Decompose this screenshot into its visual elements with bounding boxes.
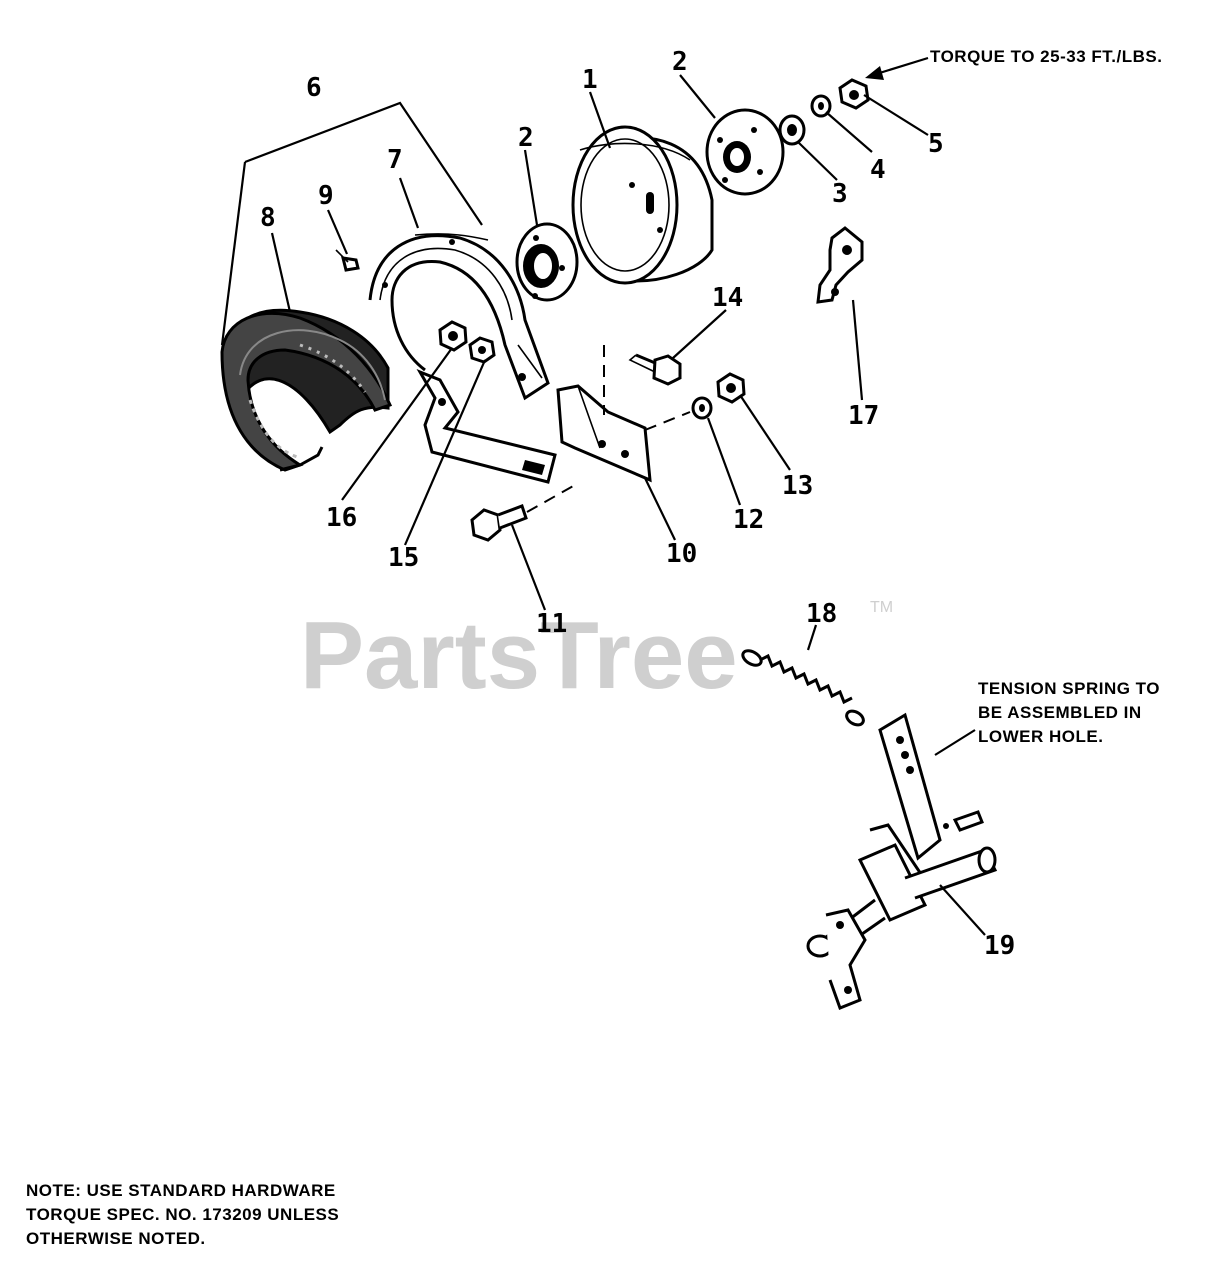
part-9-rivet (335, 249, 360, 272)
callout-4: 4 (870, 155, 886, 185)
watermark-text: PartsTree (300, 602, 738, 709)
part-3-washer (778, 114, 806, 146)
spring-note-line-2: BE ASSEMBLED IN (978, 703, 1142, 722)
part-13-nut (716, 372, 746, 404)
callout-17: 17 (848, 401, 879, 431)
callout-6: 6 (306, 73, 322, 103)
part-8-brake-lining (220, 308, 393, 472)
callout-13: 13 (782, 471, 813, 501)
part-1-brake-drum (571, 125, 714, 285)
spring-note-line-1: TENSION SPRING TO (978, 679, 1160, 698)
callout-3: 3 (832, 179, 848, 209)
part-17-clamp (816, 226, 864, 304)
assembly-line-bolt-11 (526, 484, 576, 513)
footer-note: NOTE: USE STANDARD HARDWARE TORQUE SPEC.… (26, 1181, 339, 1248)
leader-lines (220, 56, 986, 936)
callout-2-right: 2 (672, 47, 688, 77)
spring-assembly-note: TENSION SPRING TO BE ASSEMBLED IN LOWER … (978, 679, 1160, 746)
callout-8: 8 (260, 203, 276, 233)
callout-5: 5 (928, 129, 944, 159)
callout-1: 1 (582, 65, 598, 95)
spring-note-line-3: LOWER HOLE. (978, 727, 1103, 746)
part-5-nut (838, 78, 870, 110)
part-14-bolt (628, 353, 682, 386)
part-10-bracket (556, 384, 652, 483)
torque-note: TORQUE TO 25-33 FT./LBS. (930, 47, 1162, 66)
part-11-bolt (470, 504, 528, 542)
callout-19: 19 (984, 931, 1015, 961)
callout-10: 10 (666, 539, 697, 569)
callout-18: 18 (806, 599, 837, 629)
callout-15: 15 (388, 543, 419, 573)
part-19-lever-assembly (806, 712, 998, 1010)
callout-11: 11 (536, 609, 567, 639)
part-7-brake-band (368, 233, 557, 484)
part-2-flange-left (515, 222, 579, 302)
callout-7: 7 (387, 145, 403, 175)
assembly-line-washer-12 (644, 411, 691, 431)
part-2-flange-right (705, 108, 785, 196)
part-12-lock-washer (691, 396, 713, 420)
watermark-trademark: TM (870, 599, 893, 616)
callout-labels: 1 2 2 3 4 5 6 7 8 9 10 11 12 13 14 15 16… (260, 47, 1015, 961)
part-4-lock-washer (810, 94, 832, 118)
callout-9: 9 (318, 181, 334, 211)
footer-note-line-1: NOTE: USE STANDARD HARDWARE (26, 1181, 336, 1200)
part-16-nut (438, 320, 468, 352)
part-15-nut (468, 336, 496, 364)
callout-2-left: 2 (518, 123, 534, 153)
callout-16: 16 (326, 503, 357, 533)
callout-14: 14 (712, 283, 743, 313)
footer-note-line-2: TORQUE SPEC. NO. 173209 UNLESS (26, 1205, 339, 1224)
footer-note-line-3: OTHERWISE NOTED. (26, 1229, 206, 1248)
part-18-tension-spring (741, 649, 865, 727)
callout-12: 12 (733, 505, 764, 535)
